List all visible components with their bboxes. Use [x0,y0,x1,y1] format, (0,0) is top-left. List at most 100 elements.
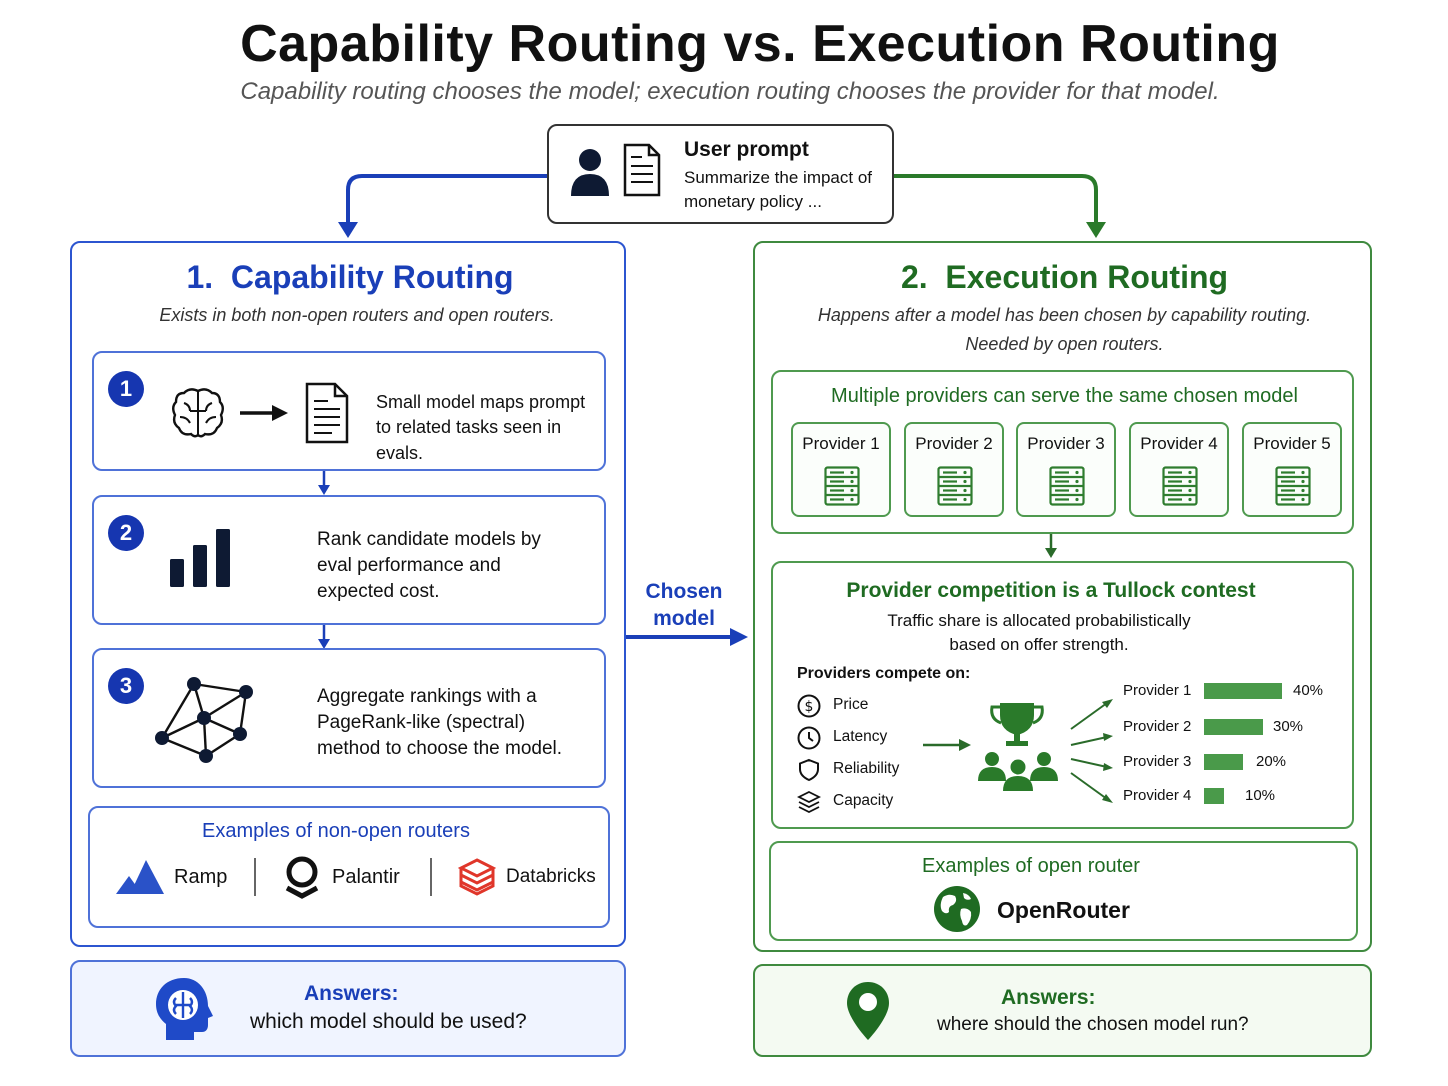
compete-item: Capacity [797,789,997,817]
shield-icon [799,758,819,782]
step-2-card: 2 Rank candidate models by eval performa… [92,495,606,625]
compete-item: $ Price [797,693,997,721]
bar-provider-3 [1204,754,1243,770]
step-3-text-line1: Aggregate rankings with a [317,686,537,707]
bar-label-provider-4: Provider 4 [1123,787,1192,804]
example-palantir: Palantir [332,866,400,888]
palantir-logo-icon [285,856,319,899]
server-icon [1162,466,1198,506]
bar-value-provider-4: 10% [1245,787,1276,804]
compete-item-label: Latency [833,728,888,745]
example-databricks: Databricks [506,866,596,887]
chosen-model-label: Chosen model [636,578,732,632]
bar-label-provider-2: Provider 2 [1123,718,1192,735]
step-arrow-1 [318,471,330,495]
share-arrows [1070,699,1113,803]
arrow-right-icon [240,405,288,421]
provider-label: Provider 4 [1140,434,1218,453]
step-1-text-line2: to related tasks seen in evals. [376,417,562,463]
provider-label: Provider 2 [915,434,993,453]
provider-card: Provider 2 [904,422,1004,517]
compete-arrow [923,739,971,751]
page-title: Capability Routing vs. Execution Routing [240,15,1280,73]
compete-item: Reliability [797,757,997,785]
step-2-text-line1: Rank candidate models by [317,529,541,550]
bar-value-provider-2: 30% [1273,718,1304,735]
bar-provider-4 [1204,788,1224,804]
layers-icon [797,790,821,814]
brain-icon [172,388,224,438]
capability-answer-label: Answers: [304,982,399,1005]
location-pin-icon [847,982,889,1040]
capability-subtitle: Exists in both non-open routers and open… [159,305,555,325]
step-1-number: 1 [108,371,144,407]
server-icon [824,466,860,506]
execution-title: 2. Execution Routing [900,259,1229,295]
compete-label: Providers compete on: [797,665,971,682]
step-1-text-line1: Small model maps prompt [376,392,586,412]
svg-text:$: $ [805,699,814,715]
step-3-card: 3 Aggregate rankings with a PageRank-lik… [92,648,606,788]
step-arrow-2 [318,625,330,649]
bar-label-provider-3: Provider 3 [1123,753,1192,770]
bar-value-provider-3: 20% [1256,753,1287,770]
step-1-card: 1 Small model maps prompt to related tas… [92,351,606,471]
prompt-text-line2: monetary policy ... [684,192,822,211]
bar-chart-icon [170,529,230,587]
providers-card: Multiple providers can serve the same ch… [771,370,1354,534]
clock-icon [797,726,821,750]
capability-routing-panel: 1. Capability Routing Exists in both non… [70,241,626,947]
compete-item-label: Capacity [833,792,894,809]
databricks-logo-icon [458,858,496,896]
providers-down-arrow [1045,534,1057,558]
divider [254,858,256,896]
provider-label: Provider 1 [802,434,880,453]
user-prompt-card: User prompt Summarize the impact of mone… [547,124,894,224]
step-3-text-line2: PageRank-like (spectral) [317,712,526,733]
contest-title: Provider competition is a Tullock contes… [846,579,1256,602]
bar-label-provider-1: Provider 1 [1123,682,1192,699]
contest-subtitle-line2: based on offer strength. [949,635,1129,654]
compete-list: $ Price Latency Reliability Capacity [797,693,997,823]
open-router-examples-card: Examples of open router OpenRouter [769,841,1358,941]
capability-title: 1. Capability Routing [186,259,514,295]
example-ramp: Ramp [174,866,228,888]
traffic-share-chart: Provider 1 40% Provider 2 30% Provider 3… [1119,679,1339,819]
open-examples-title: Examples of open router [922,855,1140,877]
step-2-text-line2: eval performance and [317,555,501,576]
step-2-number: 2 [108,515,144,551]
chosen-model-line1: Chosen [645,580,723,603]
provider-card: Provider 1 [791,422,891,517]
divider [430,858,432,896]
non-open-examples-card: Examples of non-open routers Ramp Palant… [88,806,610,928]
document-icon [305,382,349,444]
step-3-number: 3 [108,668,144,704]
execution-answer-box: Answers: where should the chosen model r… [753,964,1372,1057]
execution-subtitle-line2: Needed by open routers. [965,334,1164,354]
compete-item-label: Price [833,696,869,713]
prompt-text-line1: Summarize the impact of [684,168,873,187]
server-icon [937,466,973,506]
server-icon [1275,466,1311,506]
trophy-people-icon [978,703,1058,791]
compete-item: Latency [797,725,997,753]
provider-card: Provider 3 [1016,422,1116,517]
capability-answer-text: which model should be used? [250,1010,527,1033]
prompt-connectors [338,174,1106,238]
network-graph-icon [155,677,253,763]
provider-label: Provider 3 [1027,434,1105,453]
execution-routing-panel: 2. Execution Routing Happens after a mod… [753,241,1372,952]
head-brain-icon [156,978,213,1040]
non-open-examples-title: Examples of non-open routers [202,820,470,842]
dollar-icon: $ [797,694,821,718]
execution-answer-label: Answers: [1001,986,1096,1009]
tullock-contest-card: Provider competition is a Tullock contes… [771,561,1354,829]
bar-value-provider-1: 40% [1293,682,1324,699]
step-2-text-line3: expected cost. [317,581,440,602]
bar-provider-1 [1204,683,1282,699]
page-subtitle: Capability routing chooses the model; ex… [240,78,1220,105]
capability-answer-box: Answers: which model should be used? [70,960,626,1057]
provider-card: Provider 4 [1129,422,1229,517]
bar-provider-2 [1204,719,1263,735]
server-icon [1049,466,1085,506]
